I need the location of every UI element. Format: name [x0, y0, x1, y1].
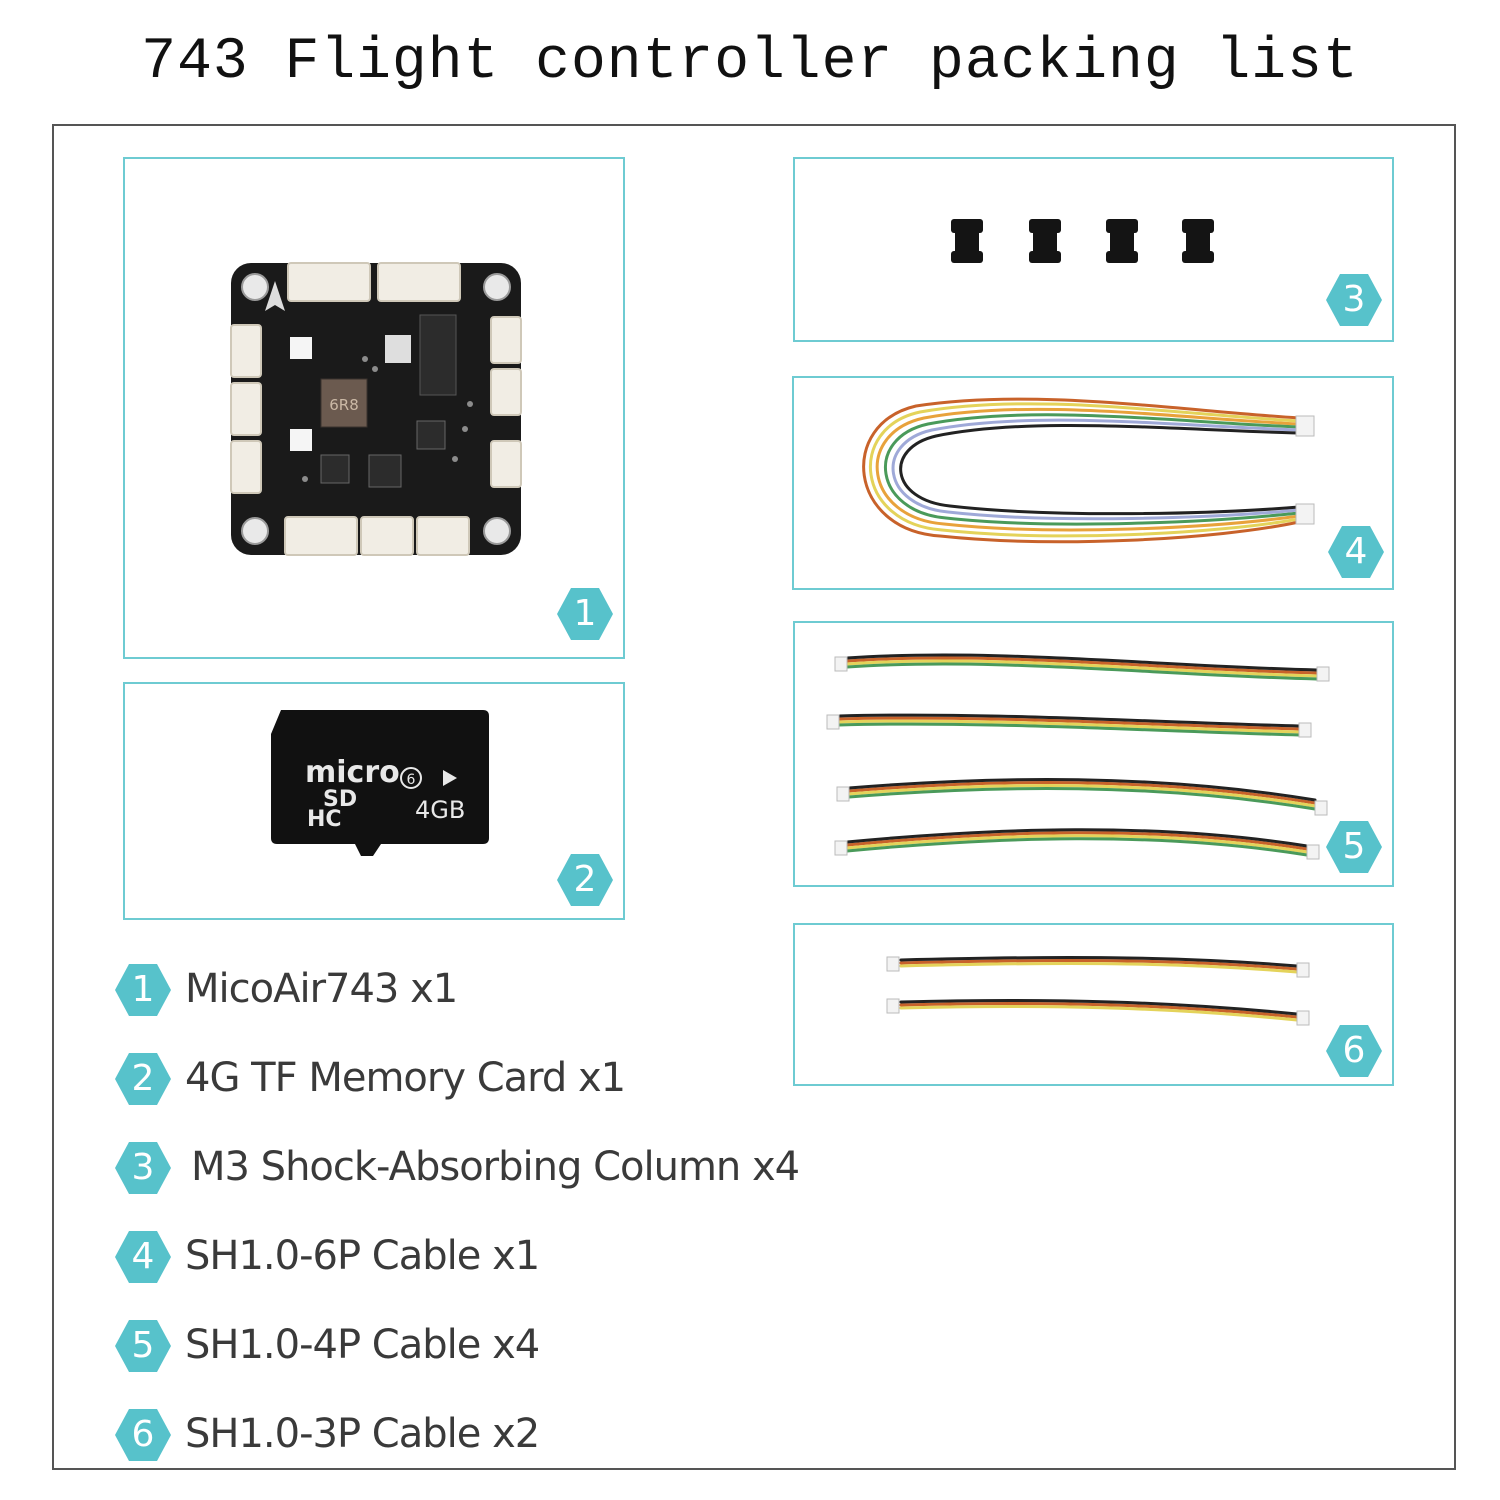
item-label: MicoAir743 x1 [185, 966, 458, 1012]
badge-6: 6 [1326, 1025, 1382, 1077]
item-label: 4G TF Memory Card x1 [185, 1055, 626, 1101]
3p-cables-image [886, 956, 1310, 1026]
badge-3: 3 [1326, 274, 1382, 326]
packing-list-frame [52, 124, 1456, 1470]
item-number-badge: 1 [115, 964, 171, 1016]
item-label: SH1.0-3P Cable x2 [185, 1411, 540, 1457]
item-label: SH1.0-6P Cable x1 [185, 1233, 540, 1279]
4p-cables-image [826, 653, 1330, 860]
panel-3p-cables: 6 [793, 923, 1394, 1086]
inductor-marking: 6R8 [329, 396, 359, 414]
page-title: 743 Flight controller packing list [141, 30, 1359, 95]
sd-logo: SD [323, 787, 357, 812]
microsd-brand: micro [305, 755, 400, 790]
microsd-card-image: micro SD HC 6 4GB [271, 710, 489, 856]
capacity-label: 4GB [415, 796, 465, 824]
panel-memory-card: micro SD HC 6 4GB 2 [123, 682, 625, 920]
speed-class: 6 [407, 772, 416, 788]
item-label: SH1.0-4P Cable x4 [185, 1322, 540, 1368]
panel-6p-cable: 4 [792, 376, 1394, 590]
item-label: M3 Shock-Absorbing Column x4 [191, 1144, 800, 1190]
hc-logo: HC [307, 807, 342, 832]
panel-shock-columns: 3 [793, 157, 1394, 342]
shock-columns-image [951, 219, 1214, 263]
badge-5: 5 [1326, 821, 1382, 873]
flight-controller-image: 6R8 [230, 262, 522, 556]
panel-flight-controller: 6R8 1 [123, 157, 625, 659]
badge-4: 4 [1328, 526, 1384, 578]
panel-4p-cables: 5 [793, 621, 1394, 887]
6p-cable-image [862, 397, 1315, 544]
